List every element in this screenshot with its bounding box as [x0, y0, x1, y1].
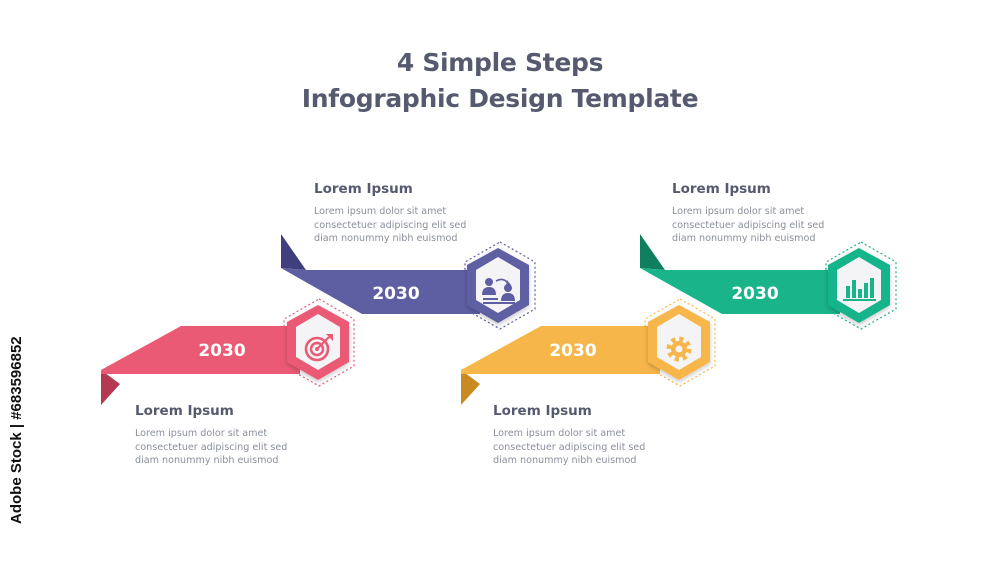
- step-2-body: Lorem ipsum dolor sit amet consectetuer …: [314, 205, 514, 246]
- gear-icon: [666, 336, 692, 362]
- step-2-hex-dots: [464, 241, 536, 330]
- step-2-year: 2030: [372, 284, 419, 304]
- step-3-ribbon-fold: [461, 370, 480, 405]
- bar-chart-icon: [843, 278, 876, 301]
- step-3-heading: Lorem Ipsum: [493, 403, 592, 419]
- step-1-ribbon-fold: [101, 370, 120, 405]
- step-1-text: Lorem Ipsum Lorem ipsum dolor sit amet c…: [135, 403, 335, 468]
- title-line-2: Infographic Design Template: [301, 84, 699, 113]
- step-1-heading: Lorem Ipsum: [135, 403, 234, 419]
- step-4-year: 2030: [731, 284, 778, 304]
- step-3-year: 2030: [549, 341, 596, 361]
- stock-watermark: Adobe Stock | #683596852: [8, 336, 25, 524]
- step-4-body-line-2: consectetuer adipiscing elit sed: [672, 219, 825, 231]
- people-exchange-icon: [482, 278, 515, 304]
- step-3-body: Lorem ipsum dolor sit amet consectetuer …: [493, 427, 693, 468]
- target-icon: [304, 334, 333, 362]
- step-1-body-line-1: Lorem ipsum dolor sit amet: [135, 428, 268, 439]
- step-2-graphic: 2030: [281, 234, 536, 330]
- step-4-ribbon-fold: [640, 234, 665, 270]
- step-3-body-line-3: diam nonummy nibh euismod: [493, 455, 637, 467]
- step-1-body-line-2: consectetuer adipiscing elit sed: [135, 441, 288, 453]
- step-2-ribbon: [281, 268, 480, 314]
- step-2-ribbon-fold: [281, 234, 306, 270]
- step-4-body: Lorem ipsum dolor sit amet consectetuer …: [672, 205, 872, 246]
- step-4-body-line-1: Lorem ipsum dolor sit amet: [672, 206, 805, 217]
- step-2-text: Lorem Ipsum Lorem ipsum dolor sit amet c…: [314, 181, 514, 246]
- step-3-graphic: 2030: [461, 298, 716, 405]
- step-1-body-line-3: diam nonummy nibh euismod: [135, 455, 279, 467]
- step-3-ribbon: [461, 326, 660, 374]
- step-1-graphic: 2030: [101, 298, 355, 405]
- step-4-body-line-3: diam nonummy nibh euismod: [672, 233, 816, 245]
- step-4-ribbon: [640, 268, 840, 314]
- step-3-body-line-2: consectetuer adipiscing elit sed: [493, 441, 646, 453]
- step-2-body-line-3: diam nonummy nibh euismod: [314, 233, 458, 245]
- step-4-text: Lorem Ipsum Lorem ipsum dolor sit amet c…: [672, 181, 872, 246]
- step-1-body: Lorem ipsum dolor sit amet consectetuer …: [135, 427, 335, 468]
- step-3-body-line-1: Lorem ipsum dolor sit amet: [493, 428, 626, 439]
- step-3-hex-dots: [644, 298, 716, 387]
- step-3-text: Lorem Ipsum Lorem ipsum dolor sit amet c…: [493, 403, 693, 468]
- step-4-graphic: 2030: [640, 234, 897, 330]
- step-4-hex-dots: [825, 241, 897, 330]
- step-1-hex-dots: [283, 298, 355, 387]
- step-2-heading: Lorem Ipsum: [314, 181, 413, 197]
- step-2-body-line-1: Lorem ipsum dolor sit amet: [314, 206, 447, 217]
- step-2-body-line-2: consectetuer adipiscing elit sed: [314, 219, 467, 231]
- step-1-ribbon: [101, 326, 300, 374]
- step-1-year: 2030: [198, 341, 245, 361]
- step-4-heading: Lorem Ipsum: [672, 181, 771, 197]
- title-line-1: 4 Simple Steps: [396, 48, 604, 77]
